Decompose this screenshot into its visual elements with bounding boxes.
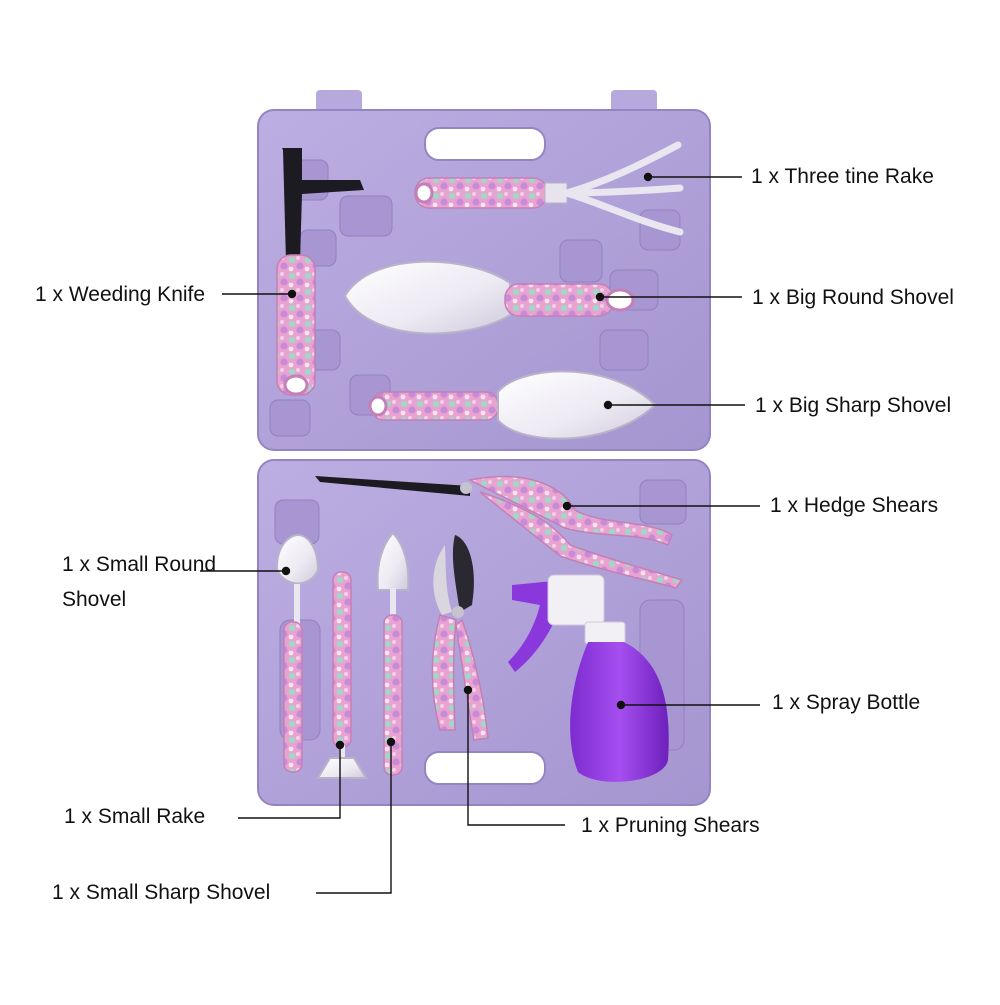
- label-big-sharp-shovel: 1 x Big Sharp Shovel: [755, 394, 952, 417]
- label-three-tine-rake: 1 x Three tine Rake: [751, 165, 934, 188]
- hedge-shears: [315, 475, 684, 589]
- case-handle-slot-bottom: [424, 751, 546, 785]
- label-big-round-shovel: 1 x Big Round Shovel: [752, 286, 954, 309]
- big-sharp-shovel: [368, 370, 657, 440]
- three-tine-rake: [414, 141, 684, 236]
- weeding-knife: [276, 148, 364, 396]
- callout-lines: [200, 172, 760, 894]
- label-weeding-knife: 1 x Weeding Knife: [35, 283, 206, 306]
- big-round-shovel: [343, 260, 635, 335]
- label-small-sharp-shovel: 1 x Small Sharp Shovel: [52, 881, 271, 904]
- label-pruning-shears: 1 x Pruning Shears: [581, 814, 760, 837]
- small-sharp-shovel: [376, 531, 410, 776]
- label-hedge-shears: 1 x Hedge Shears: [770, 494, 939, 517]
- pruning-shears: [431, 535, 489, 741]
- small-round-shovel: [275, 533, 320, 773]
- case-handle-slot: [424, 127, 546, 161]
- label-spray-bottle: 1 x Spray Bottle: [772, 691, 921, 714]
- label-small-rake: 1 x Small Rake: [64, 805, 206, 828]
- spray-bottle: [508, 574, 669, 782]
- label-small-round-shovel: 1 x Small Round Shovel: [62, 553, 217, 611]
